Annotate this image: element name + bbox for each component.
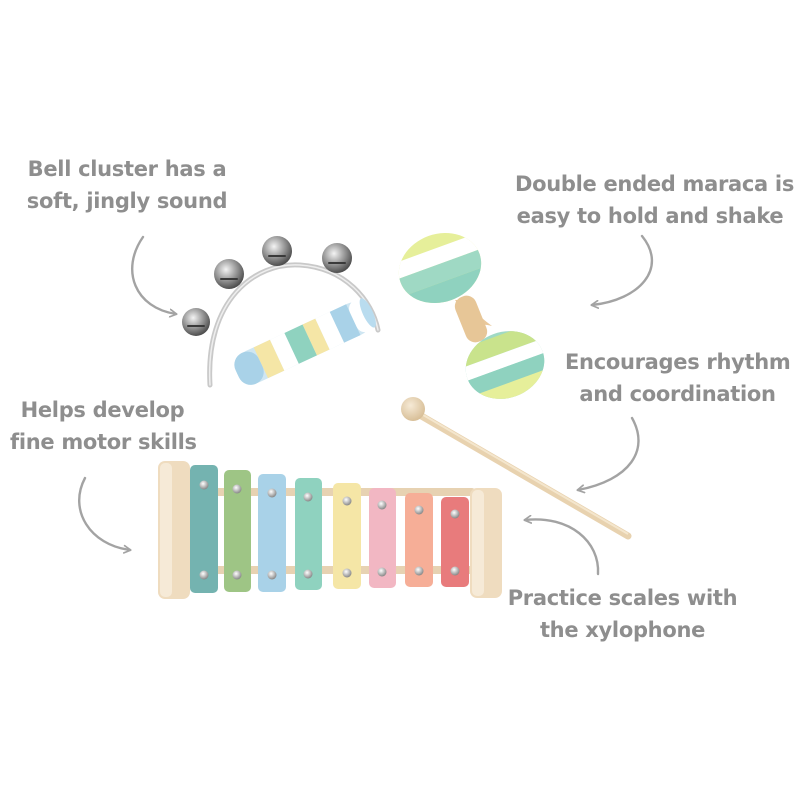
arrow-rhythm [578,416,640,490]
arrow-bell [131,235,176,314]
callout-scales-line1: Practice scales with [507,586,738,610]
callout-scales: Practice scales with the xylophone [505,582,740,646]
xylophone-icon [158,461,502,599]
callout-bell-line1: Bell cluster has a [27,157,227,181]
callout-motor-line2: fine motor skills [10,430,197,454]
callout-maraca-line2: easy to hold and shake [516,204,784,228]
callout-rhythm-line2: and coordination [579,382,776,406]
arrow-scales [525,519,600,576]
callout-rhythm-line1: Encourages rhythm [565,350,791,374]
mallet-icon [401,397,632,540]
callout-maraca-line1: Double ended maraca is [515,172,795,196]
arrow-motor [78,476,130,550]
callout-bell-line2: soft, jingly sound [26,189,228,213]
callout-maraca: Double ended maraca is easy to hold and … [515,168,795,232]
arrow-maraca [592,234,654,305]
callout-rhythm: Encourages rhythm and coordination [565,346,791,410]
callout-bell-cluster: Bell cluster has a soft, jingly sound [22,153,232,217]
callout-motor-skills: Helps develop fine motor skills [10,394,197,458]
bell-cluster-icon [182,236,381,388]
callout-motor-line1: Helps develop [20,398,185,422]
maraca-icon [388,225,554,410]
callout-scales-line2: the xylophone [539,618,706,642]
